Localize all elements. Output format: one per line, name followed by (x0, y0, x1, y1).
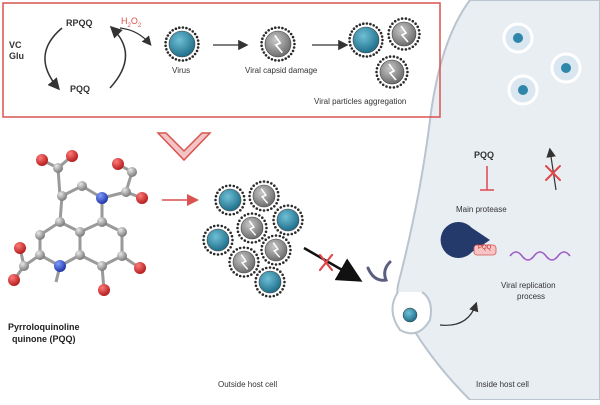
replication-line2: process (517, 292, 546, 301)
molecule-name-line2: quinone (PQQ) (12, 334, 76, 344)
inhibition-symbol (480, 166, 494, 191)
aggregate-virus-1 (348, 22, 384, 58)
virus-particles (164, 17, 421, 298)
cluster-virus-5 (202, 224, 234, 256)
receptor-icon (366, 260, 392, 282)
pqq-molecule (8, 150, 148, 296)
cluster-virus-4 (236, 212, 268, 244)
glu-label: Glu (9, 51, 24, 61)
cluster-virus-3 (272, 204, 304, 236)
rpqq-label: RPQQ (66, 18, 93, 28)
virus-damaged (260, 26, 296, 62)
endocytosed-virus (402, 307, 418, 323)
virus-label: Virus (172, 66, 191, 75)
main-protease-icon (440, 222, 490, 258)
inside-x-icon (545, 165, 561, 181)
inside-pqq-label: PQQ (474, 150, 495, 160)
cluster-virus-7 (228, 246, 260, 278)
inside-host-label: Inside host cell (476, 380, 529, 389)
viral-rna-wave (509, 251, 571, 261)
vesicles (502, 22, 582, 106)
outside-host-label: Outside host cell (218, 380, 278, 389)
aggregate-virus-3 (375, 55, 409, 89)
cluster-virus-8 (254, 266, 286, 298)
host-cell-body (396, 0, 600, 401)
internalization-arrow (439, 301, 479, 326)
molecule-name-line1: Pyrroloquinoline (8, 322, 80, 332)
blocked-x-icon (318, 253, 334, 272)
pqq-tag-label: PQQ (478, 245, 492, 251)
inside-blocked-arrow (546, 147, 557, 191)
cluster-virus-6 (260, 234, 292, 266)
virus-intact (164, 26, 200, 62)
capsid-damage-label: Viral capsid damage (245, 66, 318, 75)
mechanism-box (2, 2, 441, 118)
pqq-cycle-label: PQQ (70, 84, 91, 94)
h2o2-label: H2O2 (121, 16, 142, 29)
aggregate-virus-2 (387, 17, 421, 51)
cluster-virus-2 (248, 180, 280, 212)
blocked-entry-arrow (303, 246, 363, 282)
pqq-tag-box (473, 244, 497, 256)
aggregation-label: Viral particles aggregation (314, 97, 407, 106)
cycle-arrow-right (109, 25, 127, 89)
h2o2-arrow (119, 27, 152, 46)
cluster-virus-1 (214, 184, 246, 216)
main-protease-label: Main protease (456, 205, 507, 214)
vc-label: VC (9, 40, 22, 50)
cycle-arrow-left (44, 27, 63, 91)
chevron-down-icon (156, 132, 212, 162)
replication-line1: Viral replication (501, 281, 556, 290)
